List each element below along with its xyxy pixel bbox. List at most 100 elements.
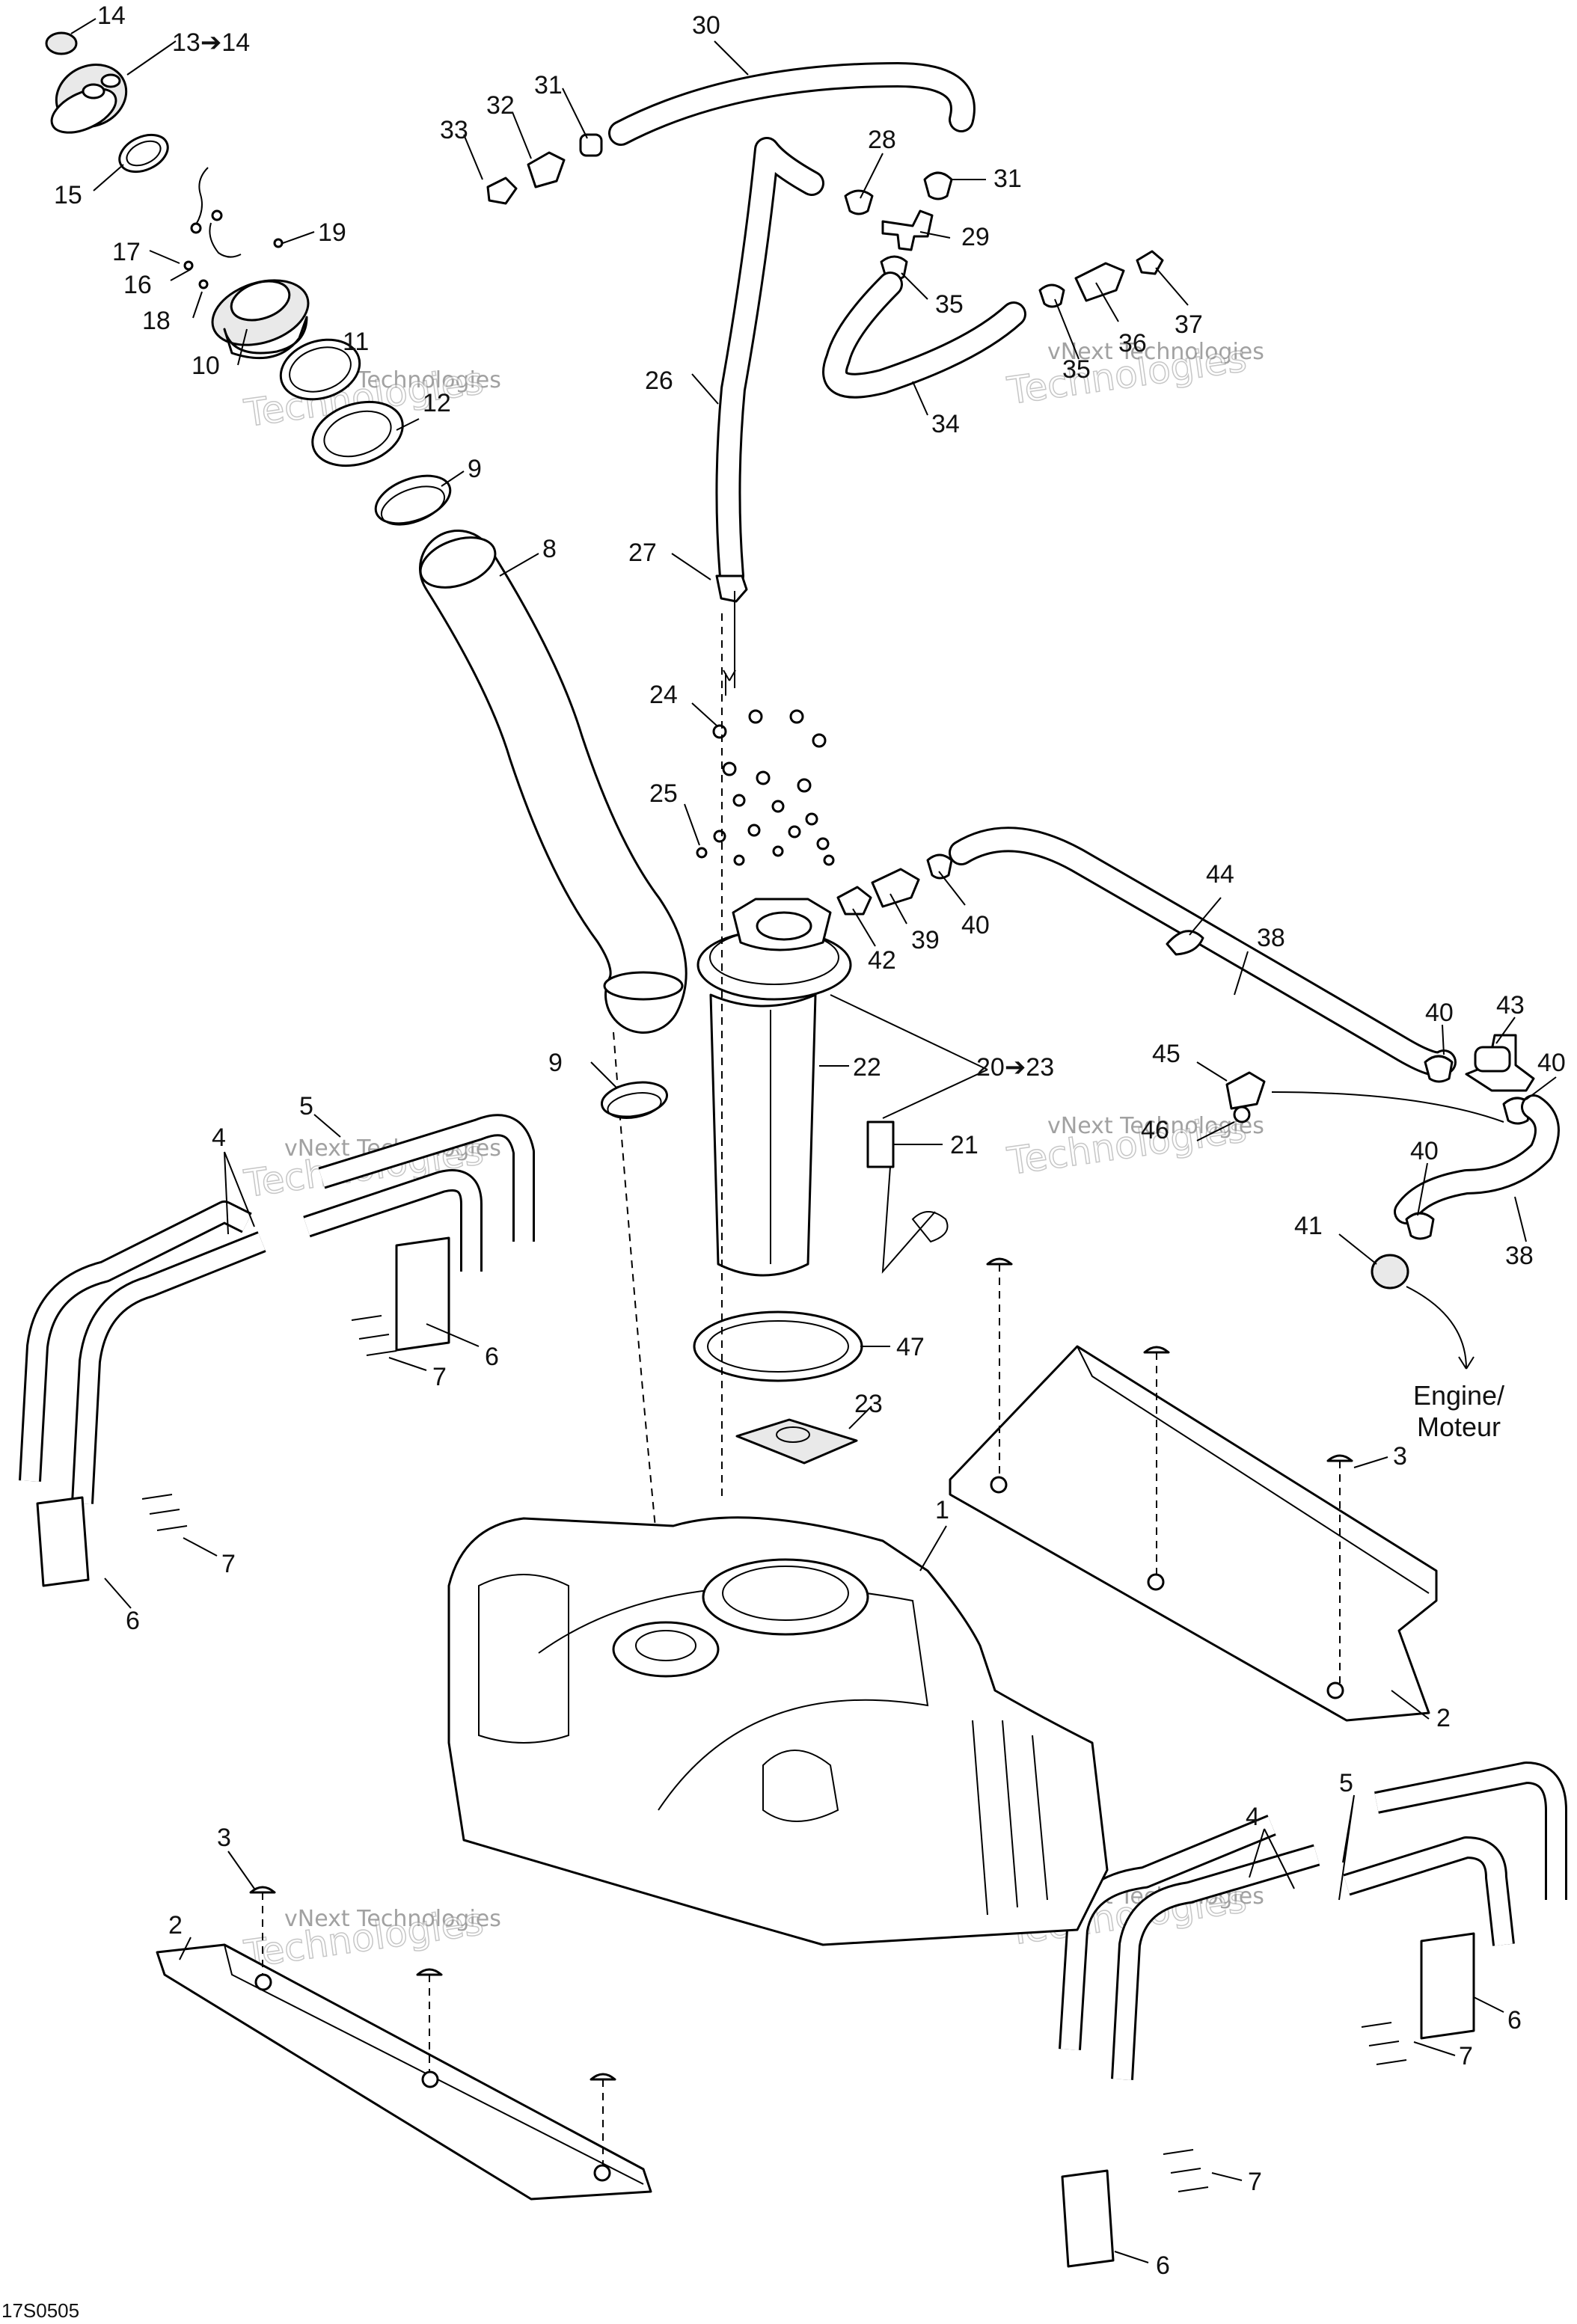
bracket-clip-part	[1225, 1071, 1266, 1110]
elbow-fitting-part	[715, 574, 748, 603]
figure-code: 17S0505	[1, 2299, 79, 2322]
engine-note-line2: Moteur	[1417, 1411, 1501, 1442]
callout-label: 24	[649, 681, 678, 709]
clamp-part	[1038, 283, 1065, 308]
gasket-part	[279, 338, 361, 401]
callout-label: 8	[542, 535, 557, 563]
callout-label: 19	[318, 218, 346, 247]
clamp-part	[1405, 1212, 1435, 1240]
clamp-part	[1424, 1055, 1454, 1083]
callout-label: 4	[1246, 1803, 1260, 1831]
callout-label: 46	[1141, 1116, 1169, 1144]
leader-lines	[70, 18, 1557, 2263]
callout-label: 38	[1505, 1242, 1534, 1270]
callout-label: 11	[343, 328, 369, 356]
callout-label: 39	[911, 926, 940, 954]
callout-label: 41	[1294, 1212, 1323, 1240]
callout-label: 26	[645, 367, 673, 395]
watermark-text: vNext Technologies	[1047, 339, 1264, 365]
fitting-part	[836, 886, 872, 916]
callout-label: 45	[1152, 1040, 1181, 1068]
skid-plate-part	[949, 1345, 1438, 1722]
callout-label: 7	[221, 1550, 236, 1578]
callout-label: 3	[217, 1824, 231, 1852]
callout-label: 6	[1156, 2251, 1170, 2280]
fitting-part	[486, 177, 518, 205]
callout-label: 25	[649, 779, 678, 808]
skid-plate-left	[156, 1886, 652, 2201]
callout-label: 44	[1206, 860, 1234, 889]
fuel-line-detail	[1225, 1034, 1560, 1370]
filler-neck-assembly	[45, 31, 688, 1034]
callout-label: 7	[432, 1363, 447, 1391]
watermark-text: vNext Technologies	[284, 1906, 501, 1932]
callout-label: 40	[1537, 1049, 1566, 1077]
level-sender-part	[866, 1120, 895, 1168]
callout-label: 37	[1175, 310, 1203, 339]
callout-label: 23	[854, 1390, 883, 1418]
callout-label: 47	[896, 1333, 925, 1361]
callout-label: 35	[935, 290, 964, 319]
tank-pump-opening	[702, 1558, 869, 1636]
callout-label: 5	[1339, 1769, 1353, 1797]
hose-clamp-part	[374, 474, 452, 525]
callout-label: 28	[868, 126, 896, 154]
connector-cap-part	[1371, 1254, 1409, 1290]
check-valve-part	[527, 151, 566, 188]
callout-label: 40	[1410, 1137, 1439, 1165]
callout-label: 29	[961, 223, 990, 251]
mounting-ring-part	[311, 400, 404, 467]
callout-label: 22	[853, 1053, 881, 1082]
callout-label: 13➔14	[172, 28, 250, 57]
filler-neck-part	[211, 279, 310, 360]
callout-label: 16	[123, 271, 152, 299]
tank-strap-right	[1059, 1762, 1567, 2268]
callout-label: 42	[868, 946, 896, 975]
callout-label: 10	[192, 352, 220, 380]
callout-label: 7	[1459, 2042, 1473, 2070]
callout-label: 5	[299, 1092, 313, 1120]
gasket-ring-part	[118, 133, 169, 174]
callout-label: 6	[485, 1343, 499, 1371]
tee-fitting-part	[881, 209, 934, 251]
plug-part	[45, 31, 78, 55]
nut-pattern-part	[696, 709, 835, 866]
callout-label: 17	[112, 238, 141, 266]
fuel-tank-part	[447, 1516, 1109, 1946]
callout-label: 9	[468, 455, 482, 483]
callout-label: 34	[931, 410, 960, 438]
callout-label: 3	[1393, 1442, 1407, 1471]
callout-label: 15	[54, 181, 82, 209]
clamp-part	[926, 853, 953, 880]
callout-label: 40	[1425, 999, 1454, 1027]
clamp-part	[923, 171, 953, 200]
watermark-text: vNext Technologies	[1047, 1113, 1264, 1139]
callout-label: 6	[1507, 2006, 1522, 2035]
callout-label: 31	[993, 165, 1022, 193]
pump-reservoir-part	[709, 993, 817, 1277]
clamp-part	[844, 189, 874, 215]
fuel-pump-assembly	[613, 591, 1457, 1631]
callout-label: 18	[142, 307, 171, 335]
mounting-bracket-part	[1061, 2169, 1115, 2268]
callout-label: 43	[1496, 991, 1525, 1020]
callout-label: 32	[486, 91, 515, 120]
tank-filler-opening	[612, 1621, 720, 1678]
fuel-cap-part	[50, 63, 128, 134]
callout-label: 20➔23	[976, 1053, 1054, 1082]
fitting-part	[579, 133, 603, 157]
hose-clip-part	[1166, 930, 1204, 956]
callout-label: 21	[950, 1131, 979, 1159]
callout-label: 9	[548, 1049, 563, 1077]
mounting-bracket-part	[395, 1236, 450, 1352]
callout-label: 31	[534, 71, 563, 99]
callout-label: 14	[97, 1, 126, 30]
callout-label: 2	[168, 1911, 183, 1940]
callout-label: 7	[1248, 2168, 1262, 2196]
callout-label: 1	[935, 1496, 949, 1524]
skid-plate-right	[949, 1257, 1438, 1722]
quick-connector-part	[871, 868, 920, 908]
retaining-chain-part	[195, 167, 242, 258]
mounting-bracket-part	[1420, 1932, 1475, 2040]
engine-note-line1: Engine/	[1413, 1380, 1504, 1411]
